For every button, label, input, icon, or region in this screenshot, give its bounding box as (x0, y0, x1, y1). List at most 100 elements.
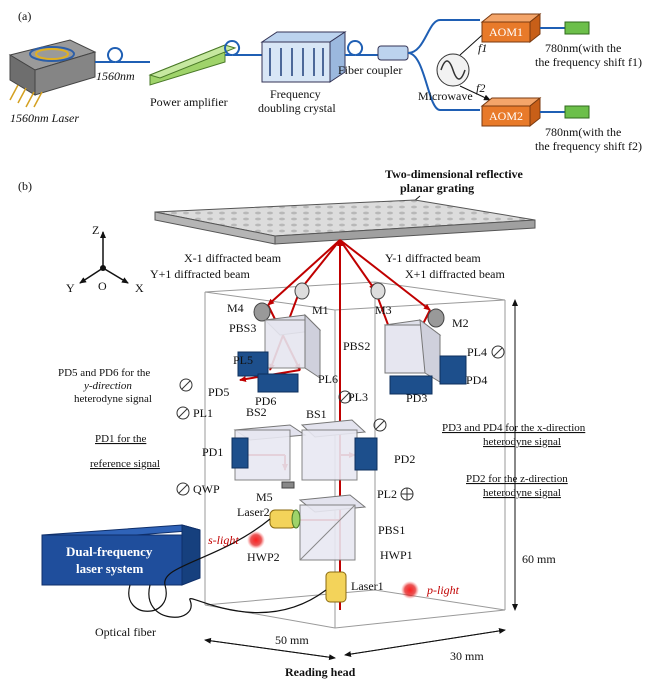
system-label-1: Dual-frequency (66, 544, 153, 559)
pd2-detector-icon (354, 437, 378, 471)
output2-line1: 780nm(with the (545, 125, 621, 139)
pl1-label: PL1 (193, 406, 213, 420)
note-pd34-line2: heterodyne signal (483, 436, 561, 448)
pbs3-label: PBS3 (229, 321, 256, 335)
note-pd1-line2: reference signal (90, 458, 160, 470)
x-plus-beam-label: X+1 diffracted beam (405, 267, 506, 281)
hwp1-label: HWP1 (380, 548, 413, 562)
aom2-icon (480, 96, 542, 128)
y-minus-beam-label: Y-1 diffracted beam (385, 251, 481, 265)
note-pd56-line3: heterodyne signal (74, 393, 152, 405)
aom1-label: AOM1 (489, 25, 523, 39)
pd3-detector-icon (389, 375, 433, 395)
m3-label: M3 (375, 303, 392, 317)
note-pd1-line1: PD1 for the (95, 433, 146, 445)
fiber-connector-icon (564, 21, 590, 35)
s-light-spot (247, 531, 265, 549)
note-pd2-line1: PD2 for the z-direction (466, 473, 568, 485)
grating-label-1: Two-dimensional reflective (385, 167, 524, 181)
optical-fiber-line (128, 518, 271, 612)
pl4-label: PL4 (467, 345, 487, 359)
dimension-lines (204, 299, 518, 661)
pbs2-label: PBS2 (343, 339, 370, 353)
m2-label: M2 (452, 316, 469, 330)
pl3-label: PL3 (348, 390, 368, 404)
grating-icon (154, 199, 536, 245)
pd4-detector-icon (439, 355, 467, 385)
note-pd2-line2: heterodyne signal (483, 487, 561, 499)
dim-height-label: 60 mm (522, 552, 556, 566)
qwp-label: QWP (193, 482, 220, 496)
axis-y-label: Y (66, 281, 75, 295)
pbs1-block (298, 494, 367, 561)
m5-label: M5 (256, 490, 273, 504)
laser-1560-icon (8, 39, 97, 108)
pbs3-block (237, 313, 322, 393)
fiber-1560-label: 1560nm (96, 69, 135, 83)
panel-a: (a) 1560nm Laser 1560nm Power amplifier (8, 9, 642, 153)
pd5-detector-icon (237, 351, 269, 377)
dim-width-label: 50 mm (275, 633, 309, 647)
pl2-label: PL2 (377, 487, 397, 501)
laser1-label: Laser1 (351, 579, 384, 593)
y-plus-beam-label: Y+1 diffracted beam (150, 267, 251, 281)
note-pd34-line1: PD3 and PD4 for the x-direction (442, 422, 586, 434)
aom1-icon (480, 12, 542, 44)
f1-label: f1 (478, 41, 487, 55)
laser-label: 1560nm Laser (10, 111, 79, 125)
output1-line1: 780nm(with the (545, 41, 621, 55)
hwp2-label: HWP2 (247, 550, 280, 564)
bs1-label: BS1 (306, 407, 327, 421)
pd1-detector-icon (231, 437, 249, 469)
dual-frequency-laser-system-icon (41, 524, 201, 586)
axis-o-label: O (98, 279, 107, 293)
pd3-label: PD3 (406, 391, 427, 405)
fiber-connector-icon (564, 105, 590, 119)
x-minus-beam-label: X-1 diffracted beam (184, 251, 282, 265)
pd1-label: PD1 (202, 445, 223, 459)
pd2-label: PD2 (394, 452, 415, 466)
mirror-icons (253, 282, 445, 489)
axis-z-label: Z (92, 223, 99, 237)
crystal-label-2: doubling crystal (258, 101, 336, 115)
system-label-2: laser system (76, 561, 143, 576)
pl5-label: PL5 (233, 353, 253, 367)
p-light-label: p-light (426, 583, 460, 597)
note-pd56-line2: y-direction (83, 380, 132, 392)
pd4-label: PD4 (466, 373, 487, 387)
coordinate-axes (79, 231, 129, 284)
fiber-line (95, 47, 150, 63)
pd5-label: PD5 (208, 385, 229, 399)
dim-depth-label: 30 mm (450, 649, 484, 663)
aom2-label: AOM2 (489, 109, 523, 123)
output2-line2: the frequency shift f2) (535, 139, 642, 153)
m1-label: M1 (312, 303, 329, 317)
laser1-icon (325, 571, 347, 603)
bs2-label: BS2 (246, 405, 267, 419)
reading-head-caption: Reading head (285, 665, 356, 679)
grating-label-2: planar grating (400, 181, 474, 195)
panel-b: (b) Two-dimensional reflective planar gr… (18, 167, 586, 679)
bs-blocks (231, 419, 378, 481)
pd6-detector-icon (257, 373, 299, 393)
amplifier-label: Power amplifier (150, 95, 228, 109)
crystal-label-1: Frequency (270, 87, 321, 101)
panel-b-tag: (b) (18, 179, 32, 193)
optical-fiber-label: Optical fiber (95, 625, 156, 639)
frequency-doubling-crystal-icon (260, 31, 347, 83)
coupler-label: Fiber coupler (338, 63, 402, 77)
fiber-coupler-icon (377, 45, 409, 61)
f2-label: f2 (476, 81, 485, 95)
m4-label: M4 (227, 301, 244, 315)
s-light-label: s-light (208, 533, 239, 547)
microwave-label: Microwave (418, 89, 473, 103)
note-pd56-line1: PD5 and PD6 for the (58, 367, 150, 379)
axis-x-label: X (135, 281, 144, 295)
pl6-label: PL6 (318, 372, 338, 386)
pbs2-block (383, 318, 467, 395)
p-light-spot (401, 581, 419, 599)
pd6-label: PD6 (255, 394, 276, 408)
output1-line2: the frequency shift f1) (535, 55, 642, 69)
pbs1-label: PBS1 (378, 523, 405, 537)
